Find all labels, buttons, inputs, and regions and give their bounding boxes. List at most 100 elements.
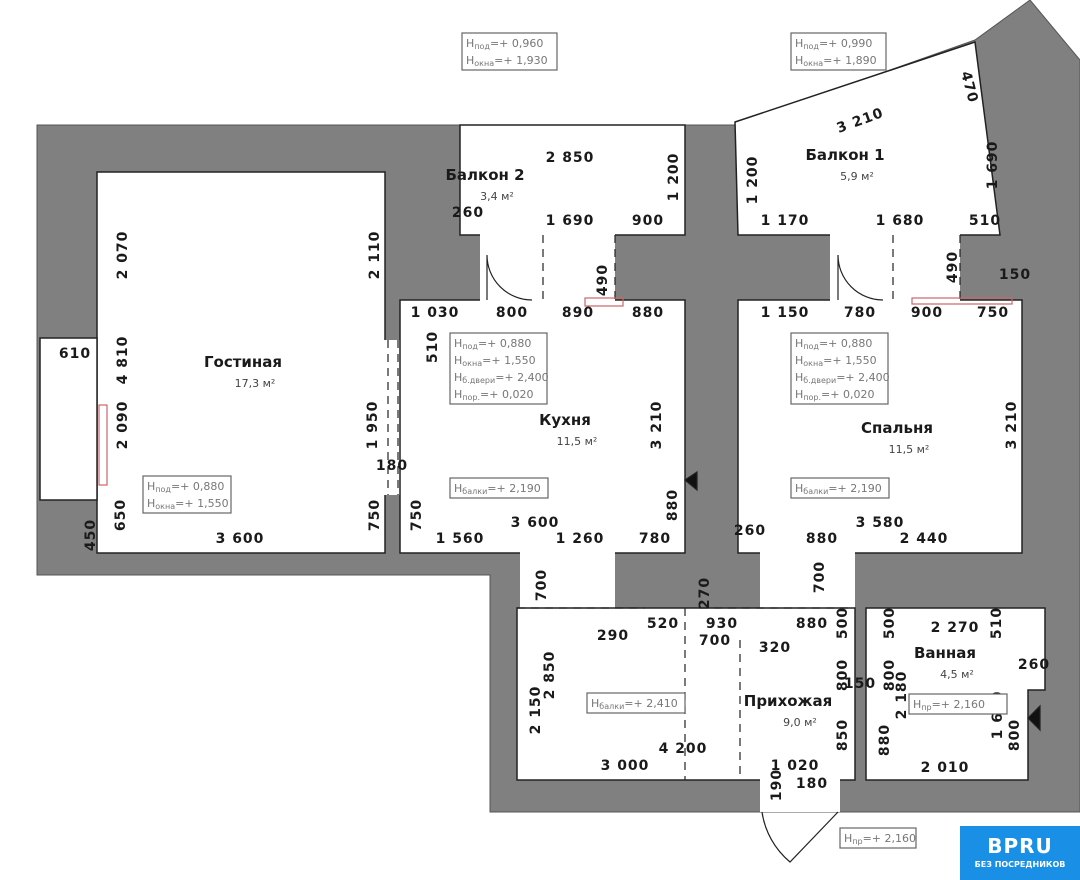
room-area: 4,5 м² [940,668,974,681]
height-info-line: Hпод=+ 0,990 [795,37,872,51]
dimension-label: 490 [595,264,611,296]
dimension-label: 3 000 [601,758,650,774]
entry-marker-icon [683,470,1041,732]
height-info-box: Hбалки=+ 2,190 [790,477,890,499]
dimension-label: 750 [409,499,425,531]
dimension-label: 750 [977,305,1009,321]
info-box-frame [790,477,890,499]
dimension-label: 780 [844,305,876,321]
dimension-label: 4 810 [115,336,131,385]
dimension-label: 3 210 [1004,401,1020,450]
dimension-label: 4 200 [659,741,708,757]
info-box-frame [449,477,549,499]
height-info-line: Hб.двери=+ 2,400 [795,371,890,385]
dimension-label: 260 [734,523,766,539]
room-area: 5,9 м² [840,170,874,183]
dimension-label: 2 070 [115,231,131,280]
dimension-label: 930 [706,616,738,632]
room-name: Ванная [914,644,976,662]
room-name: Кухня [539,411,591,429]
height-info-line: Hпод=+ 0,880 [454,337,531,351]
dimension-label: 800 [882,659,898,691]
dimension-label: 890 [562,305,594,321]
info-box-frame [449,332,548,405]
living-window [39,337,98,501]
room-area: 17,3 м² [235,377,276,390]
dimension-label: 270 [697,577,713,609]
radiator [911,297,1013,305]
bedroom-hall-passage [760,552,855,610]
dimension-label: 2 850 [542,651,558,700]
dimension-label: 2 110 [367,231,383,280]
height-info-line: Hпод=+ 0,880 [795,337,872,351]
dimension-label: 180 [376,458,408,474]
dimension-label: 520 [647,616,679,632]
logo-title: BPRU [987,834,1053,858]
dimension-label: 850 [835,719,851,751]
info-box-frame [790,332,889,405]
dimension-label: 320 [759,640,791,656]
dimension-label: 2 270 [931,620,980,636]
bedroom-balcony-door [830,234,960,302]
bedroom-door-swing [837,254,884,301]
room-name: Спальня [861,419,933,437]
height-info-line: Hокна=+ 1,890 [795,54,877,68]
dimension-label: 510 [969,213,1001,229]
height-info-line: Hокна=+ 1,930 [466,54,548,68]
info-box-frame [790,32,887,71]
bpru-logo[interactable]: BPRU БЕЗ ПОСРЕДНИКОВ [960,826,1080,880]
balcony-1-floor [734,41,1001,236]
dimension-label: 180 [796,776,828,792]
height-info-line: Hпор.=+ 0,020 [454,388,533,402]
dimension-label: 500 [835,607,851,639]
height-info-line: Hокна=+ 1,550 [147,497,229,511]
dimension-label: 260 [1018,657,1050,673]
dimension-label: 1 030 [411,305,460,321]
dimension-label: 3 580 [856,515,905,531]
height-info-line: Hбалки=+ 2,190 [454,482,541,496]
dimension-label: 150 [999,267,1031,283]
dimension-label: 2 010 [921,760,970,776]
dimension-label: 2 440 [900,531,949,547]
height-info-line: Hокна=+ 1,550 [454,354,536,368]
dimension-label: 510 [989,607,1005,639]
dimension-label: 2 150 [528,686,544,735]
info-box-frame [839,827,917,849]
room-area: 11,5 м² [889,443,930,456]
height-info-line: Hб.двери=+ 2,400 [454,371,549,385]
radiator [584,297,624,307]
height-info-box: Hбалки=+ 2,190 [449,477,549,499]
height-info-line: Hокна=+ 1,550 [795,354,877,368]
entrance-door-swing [761,811,839,863]
kitchen-balcony-door [480,234,615,302]
rooms-floor [39,41,1046,812]
hall-floor [516,607,856,781]
height-info-box: Hбалки=+ 2,410 [586,692,686,714]
dimension-label: 1 020 [771,758,820,774]
dimension-label: 500 [882,607,898,639]
height-info-line: Hпр=+ 2,160 [913,698,985,712]
room-area: 3,4 м² [480,190,514,203]
dimension-label: 880 [877,724,893,756]
dimension-label: 880 [796,616,828,632]
dimension-label: 510 [425,331,441,363]
radiator [98,404,108,486]
dimension-label: 1 690 [985,141,1001,190]
dimension-label: 880 [632,305,664,321]
room-name: Балкон 1 [805,146,884,164]
dimension-label: 880 [665,489,681,521]
dimension-label: 3 600 [216,531,265,547]
dimension-label: 780 [639,531,671,547]
dimension-label: 490 [945,251,961,283]
height-info-line: Hбалки=+ 2,410 [591,697,678,711]
info-box-frame [142,475,232,514]
logo-subtitle: БЕЗ ПОСРЕДНИКОВ [974,860,1066,869]
doors [98,235,1041,863]
